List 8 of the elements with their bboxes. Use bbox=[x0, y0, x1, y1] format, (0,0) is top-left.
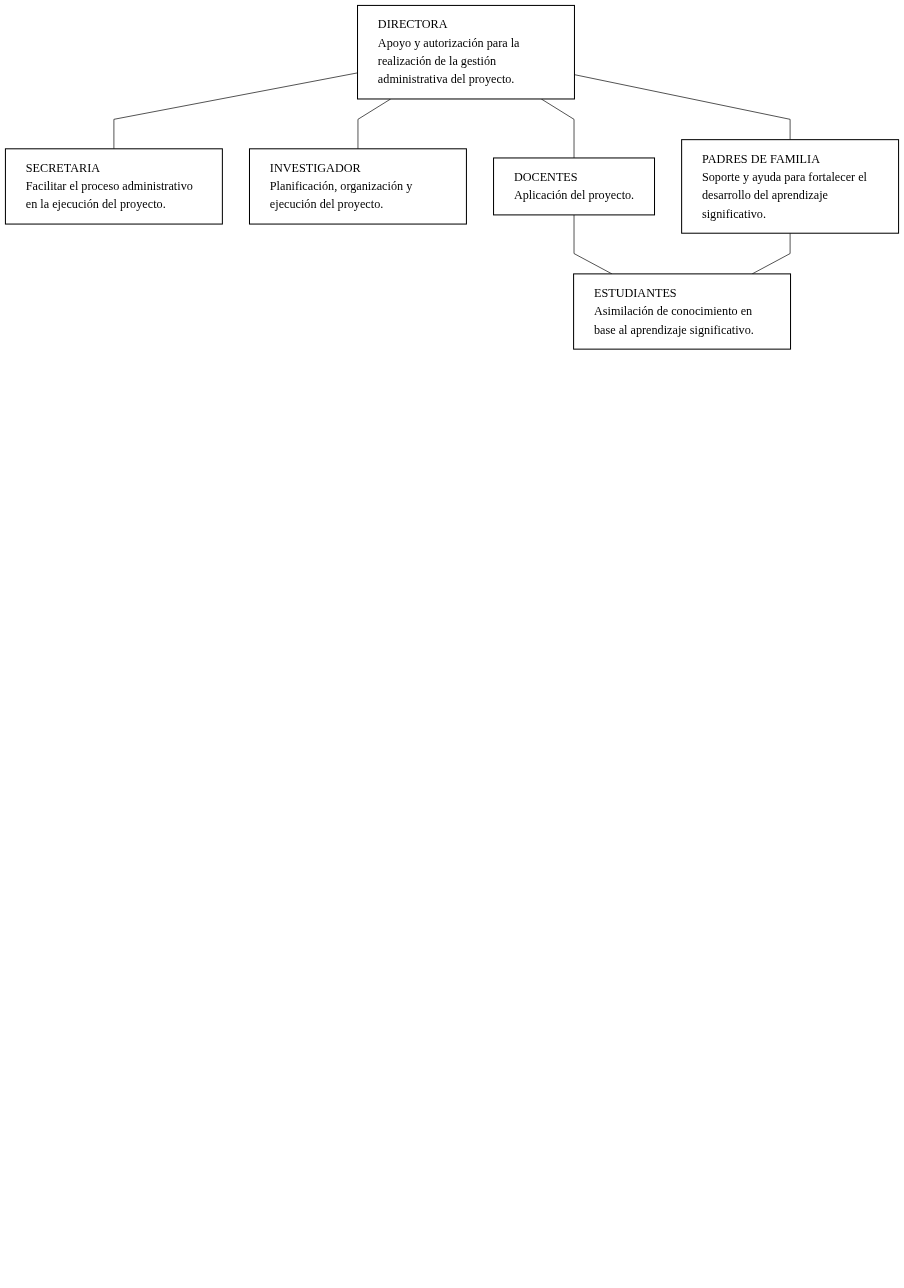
node-box: ESTUDIANTES Asimilación de conocimiento en base al aprendizaje significativo. bbox=[573, 273, 792, 350]
connector bbox=[113, 72, 358, 150]
connector bbox=[574, 74, 791, 140]
node-box: DIRECTORA Apoyo y autorización para la realización de la gestión administrativa del proyecto. bbox=[357, 4, 575, 100]
node-box: PADRES DE FAMILIA Soporte y ayuda para fortalecer el desarrollo del aprendizaje significativo. bbox=[681, 139, 900, 234]
node-box: SECRETARIA Facilitar el proceso administrativo en la ejecución del proyecto. bbox=[4, 148, 223, 225]
node-box: INVESTIGADOR Planificación, organización y ejecución del proyecto. bbox=[249, 148, 467, 225]
node-box: DOCENTES Aplicación del proyecto. bbox=[493, 157, 655, 216]
